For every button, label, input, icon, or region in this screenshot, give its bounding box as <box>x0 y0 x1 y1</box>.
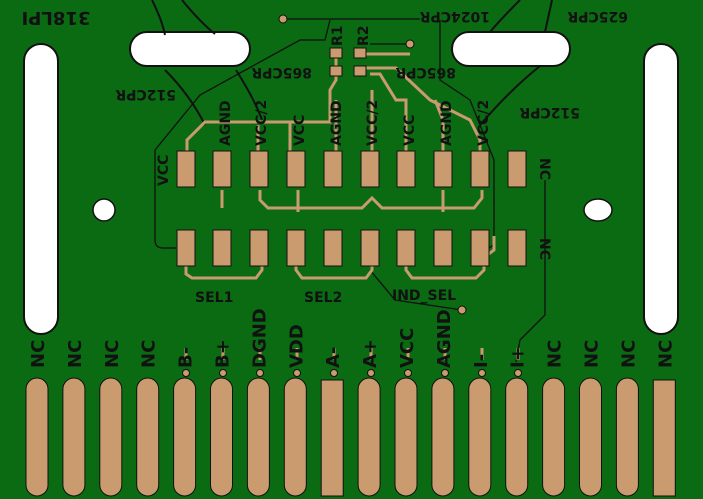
edge-finger <box>99 377 123 497</box>
edge-pin-labels: NC NC NC NC B- B+ DGND VDD A- A+ VCC AGND I- I+ NC NC NC… <box>28 308 676 368</box>
edge-pin-label: NC <box>582 340 603 368</box>
edge-finger <box>25 377 49 497</box>
cpr-865-right-label: 865CPR <box>395 64 456 80</box>
top-pad <box>176 150 196 188</box>
top-pad-label: VCC/2 <box>254 100 270 146</box>
r1-label: R1 <box>330 25 346 46</box>
bottom-pad <box>470 229 490 267</box>
edge-pin-label: A- <box>323 347 344 368</box>
sel2-label: SEL2 <box>304 290 342 306</box>
edge-finger <box>283 377 307 497</box>
edge-pin-label: B+ <box>213 339 234 368</box>
top-pad-label: AGND <box>218 100 234 146</box>
edge-finger <box>394 377 418 497</box>
edge-pin-label: NC <box>65 340 86 368</box>
edge-finger <box>246 377 270 497</box>
top-pad-label: VCC/2 <box>365 100 381 146</box>
vcc-left-label: VCC <box>156 155 172 186</box>
top-pad-label: VCC <box>402 115 418 146</box>
edge-finger <box>173 377 197 497</box>
bottom-pad <box>396 229 416 267</box>
top-pad-label: AGND <box>439 100 455 146</box>
edge-pin-label: NC <box>102 340 123 368</box>
bottom-pad-row <box>176 229 527 267</box>
edge-finger <box>320 379 344 497</box>
top-pad-row <box>176 150 527 188</box>
edge-finger <box>62 377 86 497</box>
ind-sel-label: IND_SEL <box>392 288 456 304</box>
top-pad <box>360 150 380 188</box>
bottom-pad <box>286 229 306 267</box>
edge-connector <box>25 377 676 497</box>
top-pad <box>323 150 343 188</box>
edge-finger <box>505 377 529 497</box>
edge-finger <box>579 377 602 497</box>
top-pad-label: AGND <box>329 100 345 146</box>
top-pad-label: VCC <box>292 115 308 146</box>
left-slot-cutout <box>23 43 59 335</box>
silkscreen-arcs <box>151 0 553 126</box>
top-pad <box>470 150 490 188</box>
bottom-pad <box>433 229 453 267</box>
bottom-pad <box>323 229 343 267</box>
vias <box>182 14 522 377</box>
r2-label: R2 <box>356 25 372 46</box>
edge-pin-label: I- <box>471 354 492 368</box>
top-left-slot-cutout <box>129 31 251 67</box>
bottom-pad <box>507 229 527 267</box>
left-hole <box>92 198 116 222</box>
edge-finger <box>652 379 676 497</box>
cpr-512-right-label: 512CPR <box>519 104 580 120</box>
bottom-pad <box>212 229 232 267</box>
edge-pin-label: NC <box>28 340 49 368</box>
sel1-label: SEL1 <box>195 290 233 306</box>
edge-finger <box>615 377 639 497</box>
top-pad <box>507 150 527 188</box>
edge-pin-label: B- <box>176 347 197 368</box>
top-pad <box>249 150 269 188</box>
top-pad <box>286 150 306 188</box>
edge-finger <box>210 377 233 497</box>
bottom-pad <box>360 229 380 267</box>
edge-finger <box>136 377 160 497</box>
cpr-625-label: 625CPR <box>567 8 628 24</box>
edge-pin-label: DGND <box>249 308 270 368</box>
nc-right-bottom-label: NC <box>536 238 552 260</box>
top-pad-label: VCC/2 <box>476 100 492 146</box>
cpr-1024-label: 1024CPR <box>420 8 491 24</box>
bottom-pad <box>249 229 269 267</box>
cpr-865-left-label: 865CPR <box>251 64 312 80</box>
resistor-footprints <box>329 47 367 77</box>
top-right-slot-cutout <box>451 31 571 67</box>
edge-finger <box>431 377 455 497</box>
edge-pin-label: VDD <box>286 324 307 368</box>
edge-pin-label: NC <box>618 340 639 368</box>
edge-pin-label: A+ <box>360 339 381 368</box>
copper-traces <box>184 52 520 360</box>
edge-finger <box>468 377 492 497</box>
edge-finger <box>357 377 381 497</box>
right-slot-cutout <box>643 43 679 335</box>
top-pad <box>396 150 416 188</box>
edge-pin-label: NC <box>655 340 676 368</box>
edge-pin-label: NC <box>545 340 566 368</box>
edge-pin-label: I+ <box>508 346 529 368</box>
top-pad-labels: AGND VCC/2 VCC AGND VCC/2 VCC AGND VCC/2 <box>218 100 492 146</box>
right-hole <box>583 198 613 222</box>
edge-pin-label: AGND <box>434 309 455 368</box>
cpr-512-left-label: 512CPR <box>115 86 176 102</box>
top-pad <box>212 150 232 188</box>
bottom-pad <box>176 229 196 267</box>
nc-right-top-label: NC <box>536 158 552 180</box>
edge-pin-label: NC <box>139 340 160 368</box>
part-number-label: 318LPI <box>22 7 91 28</box>
edge-finger <box>542 377 566 497</box>
top-pad <box>433 150 453 188</box>
edge-pin-label: VCC <box>397 328 418 368</box>
